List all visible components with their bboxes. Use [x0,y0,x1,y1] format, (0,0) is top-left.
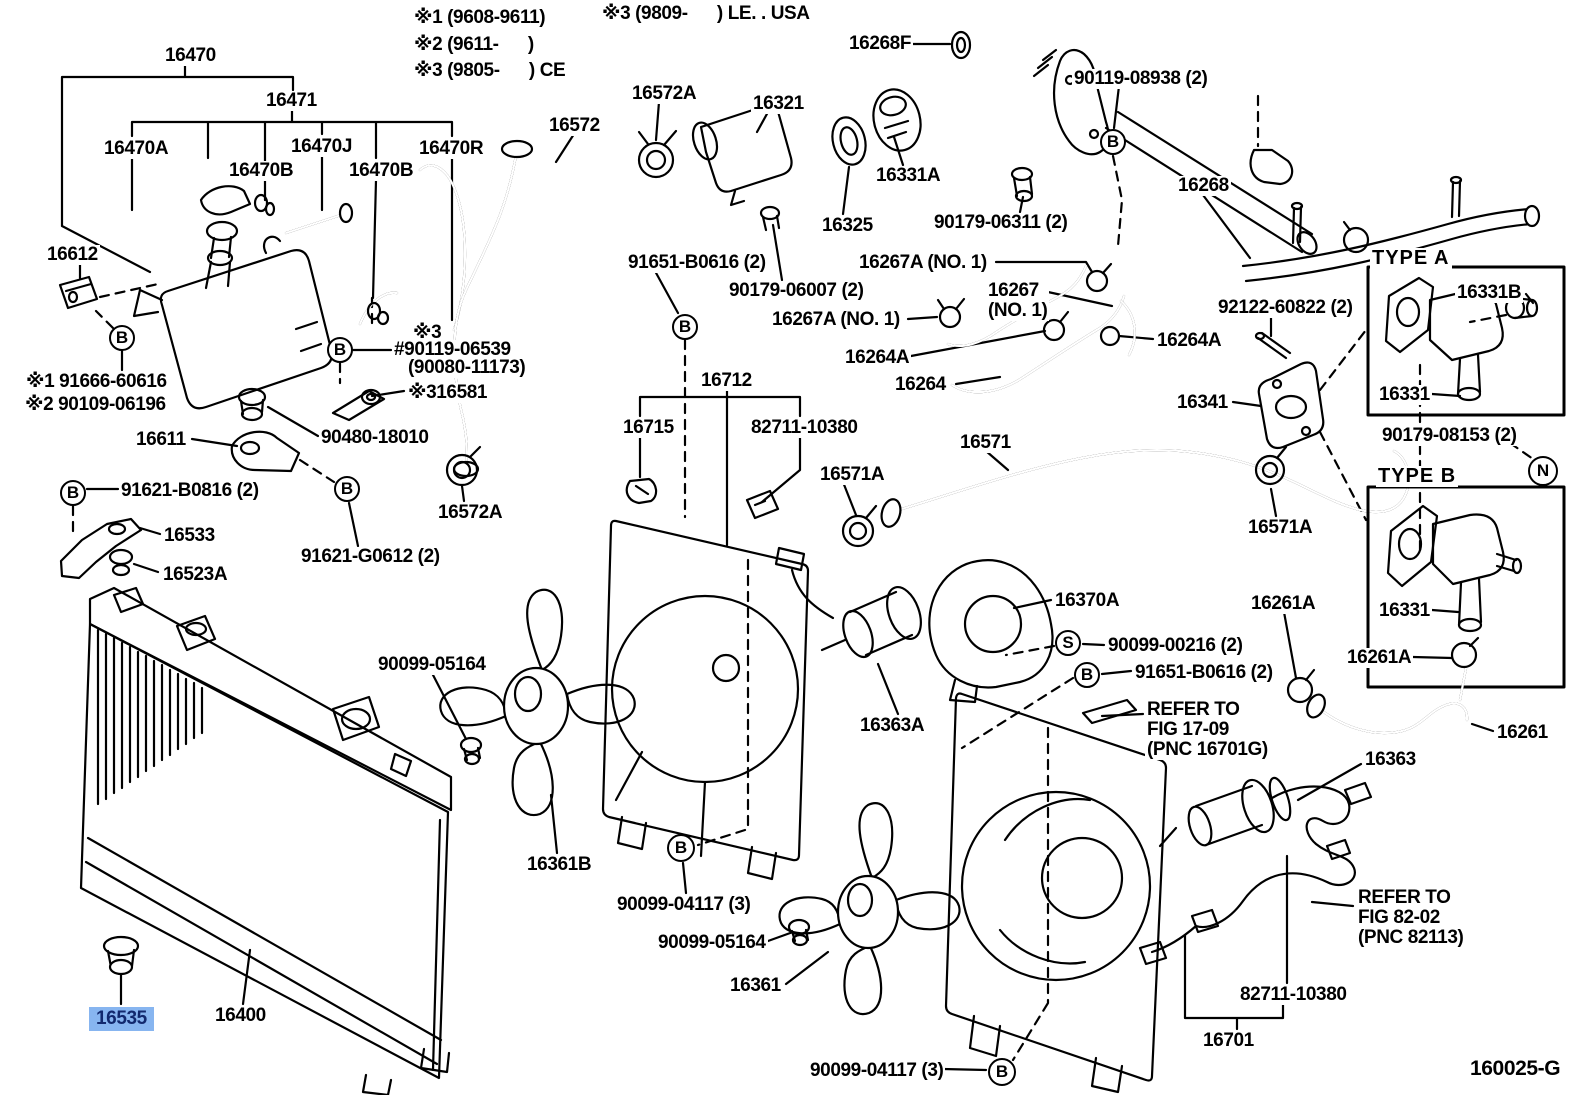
part-label-16267ANO1[interactable]: 16267A (NO. 1) [770,309,902,330]
part-label-9048018010[interactable]: 90480-18010 [319,427,431,448]
part-label-90179063112[interactable]: 90179-06311 (2) [932,212,1070,233]
part-label-90099002162[interactable]: 90099-00216 (2) [1106,635,1245,656]
part-label-91621B08162[interactable]: 91621-B0816 (2) [119,480,261,501]
part-label-16341[interactable]: 16341 [1175,392,1230,413]
part-label-16535[interactable]: 16535 [89,1007,154,1031]
callout-B: B [667,834,695,862]
part-label-29010906196[interactable]: ※2 90109-06196 [23,394,168,415]
part-label-16363A[interactable]: 16363A [858,715,927,736]
part-label-16612[interactable]: 16612 [45,244,100,265]
callout-B: B [672,314,698,340]
part-label-16470R[interactable]: 16470R [417,138,486,159]
part-label-16261A[interactable]: 16261A [1249,593,1318,614]
part-label-16572A[interactable]: 16572A [436,502,505,523]
part-label-16470B[interactable]: 16470B [347,160,416,181]
note-label: ※3 (9805- ) CE [412,60,568,81]
part-label-90179060072[interactable]: 90179-06007 (2) [727,280,866,301]
part-label-16331A[interactable]: 16331A [874,165,943,186]
part-label-91621G06122[interactable]: 91621-G0612 (2) [299,546,442,567]
ref-label: REFER TO FIG 17-09 (PNC 16701G) [1145,699,1270,760]
part-label-16261[interactable]: 16261 [1495,722,1550,743]
part-label-8271110380[interactable]: 82711-10380 [1238,984,1349,1005]
part-label-90179081532[interactable]: 90179-08153 (2) [1380,425,1519,446]
part-label-16261A[interactable]: 16261A [1345,647,1414,668]
part-label-9009905164[interactable]: 90099-05164 [656,932,768,953]
note-label: ※1 (9608-9611) [412,7,548,28]
callout-B: B [1100,129,1126,155]
part-label-16571A[interactable]: 16571A [818,464,887,485]
part-label-90099041173[interactable]: 90099-04117 (3) [808,1060,946,1081]
part-label-16470A[interactable]: 16470A [102,138,171,159]
part-label-16321[interactable]: 16321 [751,93,806,114]
callout-B: B [109,325,135,351]
part-label-9009905164[interactable]: 90099-05164 [376,654,488,675]
part-label-16331B[interactable]: 16331B [1455,282,1524,303]
callout-B: B [327,337,353,363]
part-label-16267ANO1[interactable]: 16267A (NO. 1) [857,252,989,273]
part-label-16264[interactable]: 16264 [893,374,948,395]
note-label: ※2 (9611- ) [412,34,536,55]
part-label-16268[interactable]: 16268 [1176,175,1231,196]
part-label-91651B06162[interactable]: 91651-B0616 (2) [1133,662,1275,683]
callout-N: N [1528,456,1558,486]
callout-B: B [60,480,86,506]
part-label-16331[interactable]: 16331 [1377,600,1432,621]
part-label-16572A[interactable]: 16572A [630,83,699,104]
part-label-90099041173[interactable]: 90099-04117 (3) [615,894,753,915]
part-label-16400[interactable]: 16400 [213,1005,268,1026]
part-label-16470[interactable]: 16470 [163,45,218,66]
callout-B: B [334,476,360,502]
part-label-16264A[interactable]: 16264A [843,347,912,368]
part-label-16572[interactable]: 16572 [547,115,602,136]
part-label-91651B06162[interactable]: 91651-B0616 (2) [626,252,768,273]
part-label-16470J[interactable]: 16470J [289,136,355,157]
type-label: TYPE A [1370,247,1452,269]
part-label-16571A[interactable]: 16571A [1246,517,1315,538]
part-label-16715[interactable]: 16715 [621,417,676,438]
callout-B: B [988,1058,1016,1086]
part-label-16361B[interactable]: 16361B [525,854,594,875]
part-label-16370A[interactable]: 16370A [1053,590,1122,611]
part-label-16523A[interactable]: 16523A [161,564,230,585]
part-label-16331[interactable]: 16331 [1377,384,1432,405]
part-label-16325[interactable]: 16325 [820,215,875,236]
callout-B: B [1074,662,1100,688]
part-label-16470B[interactable]: 16470B [227,160,296,181]
part-label-16363[interactable]: 16363 [1363,749,1418,770]
part-label-16712[interactable]: 16712 [699,370,754,391]
note-label: ※3 (9809- ) LE. . USA [600,3,812,24]
part-label-90119089382[interactable]: 90119-08938 (2) [1072,68,1210,89]
part-label-3[interactable]: ※3 [411,322,444,343]
part-label-16471[interactable]: 16471 [264,90,319,111]
part-label-16571[interactable]: 16571 [958,432,1013,453]
part-label-16267NO1[interactable]: 16267 (NO. 1) [986,280,1050,321]
type-label: TYPE B [1376,465,1459,487]
part-label-16264A[interactable]: 16264A [1155,330,1224,351]
part-label-16533[interactable]: 16533 [162,525,217,546]
part-label-92122608222[interactable]: 92122-60822 (2) [1216,297,1355,318]
part-label-8271110380[interactable]: 82711-10380 [749,417,860,438]
part-label-316581[interactable]: ※316581 [406,382,490,403]
part-label-19166660616[interactable]: ※1 91666-60616 [24,371,169,392]
part-label-16268F[interactable]: 16268F [847,33,914,54]
ref-label: REFER TO FIG 82-02 (PNC 82113) [1356,887,1466,948]
part-label-16701[interactable]: 16701 [1201,1030,1256,1051]
part-label-9011906539[interactable]: #90119-06539 [392,339,513,360]
callout-S: S [1055,630,1081,656]
footer-label: 160025-G [1468,1057,1563,1081]
part-label-16611[interactable]: 16611 [134,429,188,450]
part-label-9008011173[interactable]: (90080-11173) [406,357,528,378]
part-label-16361[interactable]: 16361 [728,975,783,996]
